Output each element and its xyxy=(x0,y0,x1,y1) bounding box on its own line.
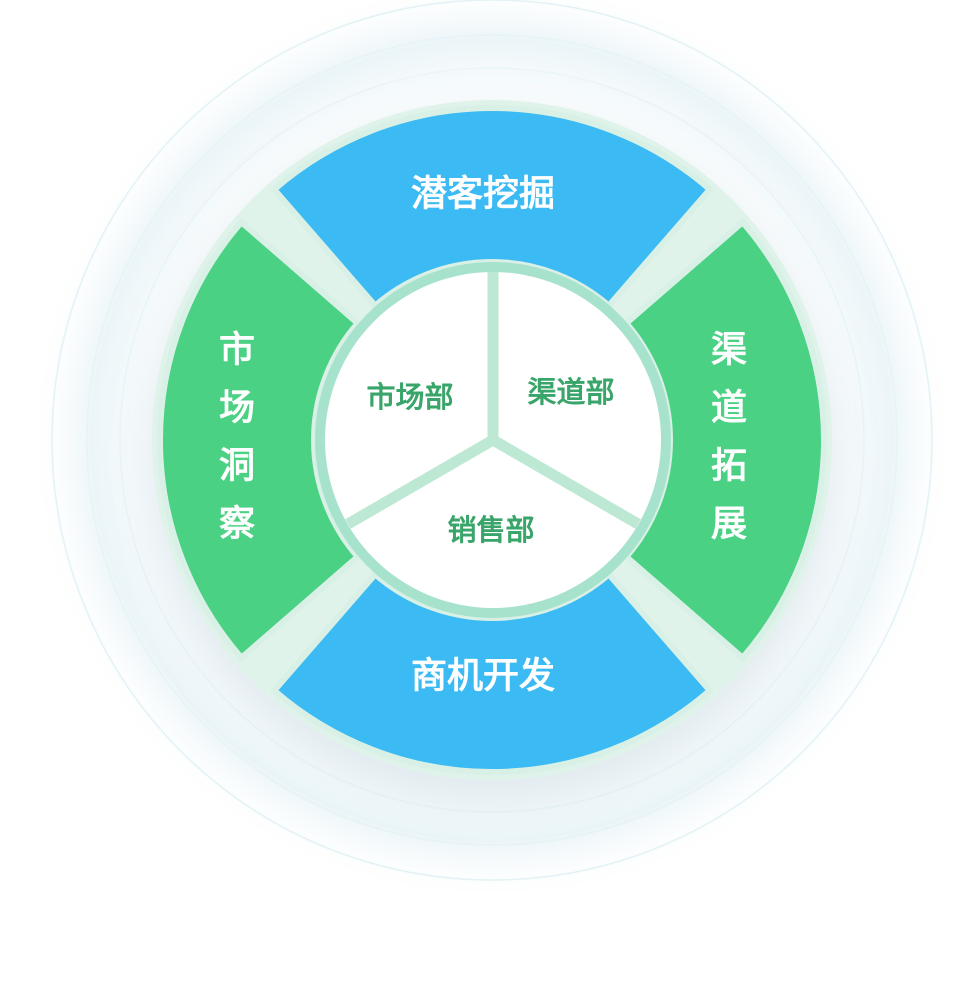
label-right-char: 展 xyxy=(711,504,747,545)
inner-dividers xyxy=(345,272,641,529)
label-right-char: 拓 xyxy=(711,446,747,487)
label-left-char: 洞 xyxy=(219,446,255,487)
label-top: 潜客挖掘 xyxy=(411,174,555,215)
label-left-char: 察 xyxy=(219,504,255,545)
dept-label-sales: 销售部 xyxy=(447,513,534,547)
label-left-char: 市 xyxy=(219,330,255,371)
label-right-char: 道 xyxy=(711,388,747,429)
segment-left xyxy=(156,217,362,663)
label-bottom: 商机开发 xyxy=(411,656,555,697)
dept-label-market: 市场部 xyxy=(366,380,453,414)
label-right-char: 渠 xyxy=(711,330,747,371)
segment-top xyxy=(269,104,715,310)
dept-label-channel: 渠道部 xyxy=(527,375,614,409)
label-left-char: 场 xyxy=(219,388,255,429)
